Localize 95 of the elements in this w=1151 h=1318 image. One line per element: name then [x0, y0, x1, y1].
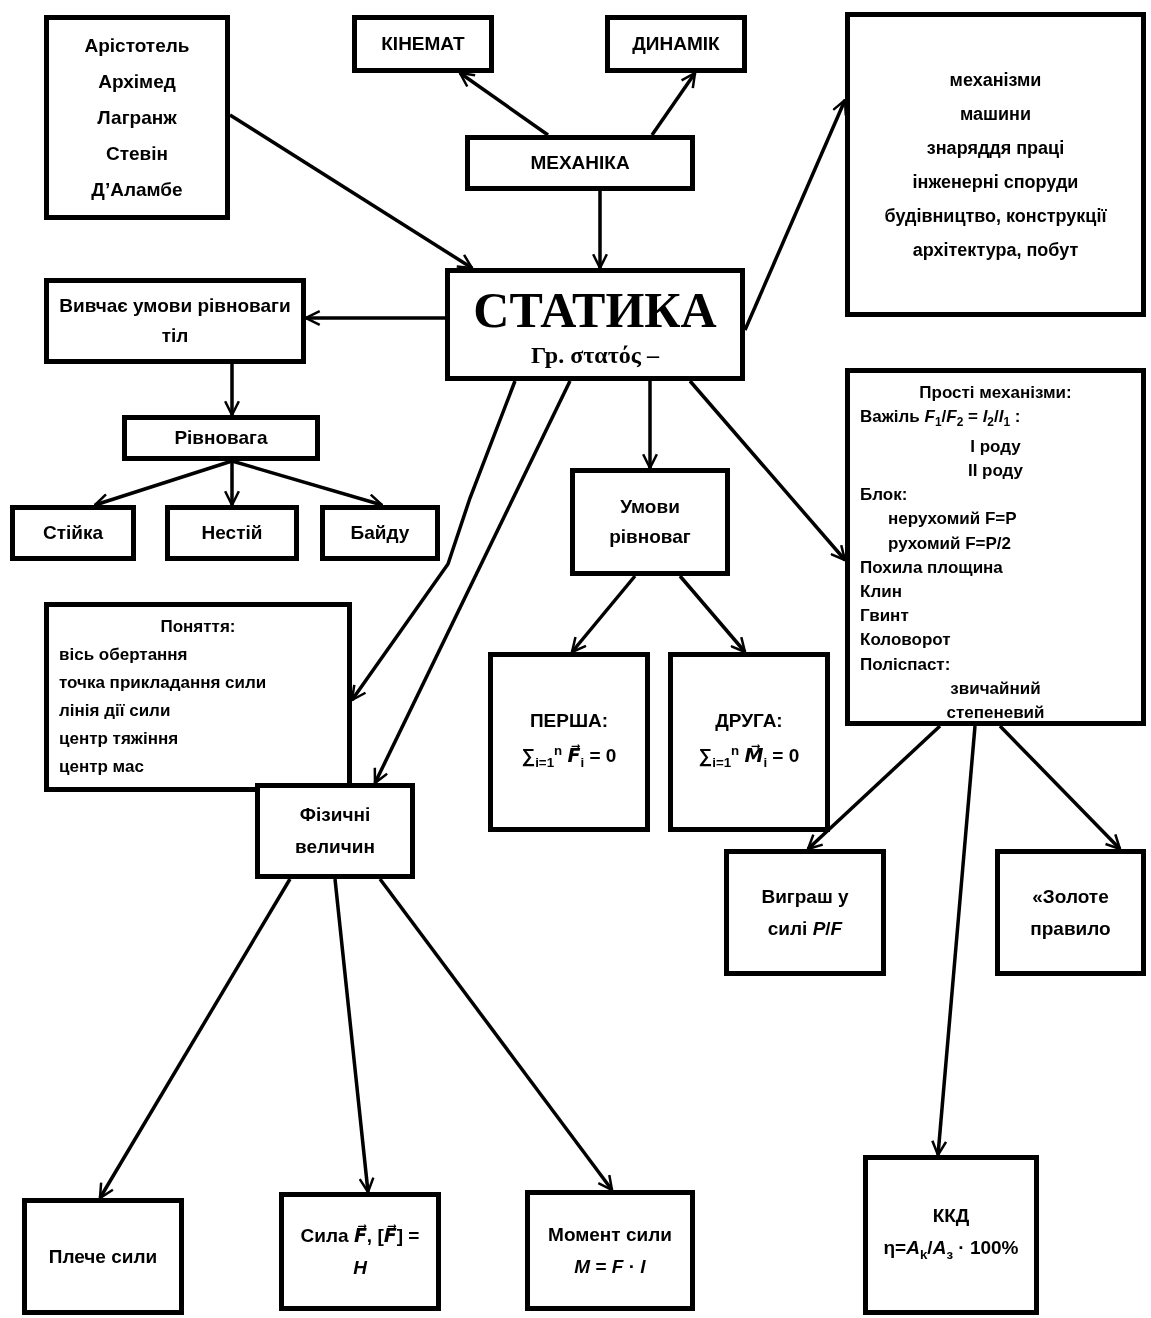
box-text: Стійка: [41, 521, 105, 545]
efficiency-box: [863, 1155, 1039, 1315]
box-text: Нестій: [200, 521, 264, 545]
box-text: Лагранж: [96, 105, 178, 130]
quantities-box: [255, 783, 415, 879]
box-text: Поліспаст:: [860, 653, 952, 676]
box-text: архітектура, побут: [911, 238, 1080, 262]
statics-box: [445, 268, 745, 381]
arrow: [458, 71, 549, 137]
quantity-box: [525, 1190, 695, 1311]
applications-box: [845, 12, 1146, 317]
box-text: Арістотель: [83, 33, 191, 58]
box-text: ПЕРША:: [528, 708, 610, 733]
box-text: Плече сили: [47, 1244, 159, 1269]
box-text: КІНЕМАТ: [380, 32, 466, 56]
box-heading: Прості механізми:: [918, 382, 1073, 404]
arrow: [223, 364, 241, 417]
box-text: рухомий F=P/2: [887, 532, 1013, 555]
box-text: центр тяжіння: [59, 728, 180, 750]
box-text: лінія дії сили: [59, 700, 172, 722]
box-text: інженерні споруди: [911, 170, 1080, 194]
concepts-box: [44, 602, 352, 792]
box-text: Фізичні величин: [294, 803, 376, 859]
type-box: [320, 505, 440, 561]
box-text: точка прикладання сили: [59, 672, 268, 694]
box-text: механізми: [948, 68, 1043, 92]
box-text: знаряддя праці: [925, 136, 1066, 160]
branch-box: [605, 15, 747, 73]
arrow: [570, 574, 637, 654]
box-text: Важіль F$_{1}$/F$_{2}$ = l$_{2}$/l$_{1}$ :: [860, 406, 1022, 432]
names-box: [44, 15, 230, 220]
type-box: [165, 505, 299, 561]
condition-box: [488, 652, 650, 832]
box-text: Архімед: [97, 69, 177, 94]
box-text: вісь обертання: [59, 644, 189, 666]
arrow: [591, 191, 609, 270]
quantity-box: [279, 1192, 441, 1311]
box-text: II роду: [966, 460, 1025, 482]
box-text: «Золоте правило: [1029, 884, 1112, 941]
arrow: [641, 381, 659, 470]
box-text: Стевін: [105, 141, 169, 166]
title-text: СТАТИКА: [472, 280, 718, 340]
arrow: [350, 380, 517, 702]
branch-box: [352, 15, 494, 73]
equilibrium-box: [122, 415, 320, 461]
box-text: ККД: [931, 1203, 971, 1228]
box-text: Рівновага: [173, 426, 269, 450]
box-text: I роду: [969, 435, 1022, 458]
arrow: [678, 574, 747, 654]
box-text: η=A$_{k}$/A$_{з}$ · 100%: [882, 1235, 1020, 1264]
arrow: [304, 309, 445, 327]
box-text: ∑$_{i=1}$$^{n}$ F⃗$_{i}$ = 0: [520, 741, 618, 773]
box-text: ДИНАМІК: [631, 32, 721, 56]
arrow: [373, 380, 572, 785]
mechanics-box: [465, 135, 695, 191]
box-text: ∑$_{i=1}$$^{n}$ M⃗$_{i}$ = 0: [697, 741, 801, 773]
conditions-box: [570, 468, 730, 576]
box-text: Вивчає умови рівноваги тіл: [59, 294, 291, 348]
box-text: машини: [958, 102, 1033, 126]
arrow: [98, 878, 292, 1200]
box-text: ДРУГА:: [714, 708, 784, 733]
box-text: Блок:: [860, 484, 909, 507]
box-text: Умови рівноваг: [608, 495, 692, 549]
box-text: Похила площина: [860, 556, 1004, 579]
box-text: МЕХАНІКА: [529, 151, 631, 175]
box-text: звичайний: [949, 677, 1042, 700]
definition-box: [44, 278, 306, 364]
box-text: нерухомий F=P: [887, 508, 1018, 531]
subtitle-text: Гр. στατός –: [530, 340, 661, 370]
type-box: [10, 505, 136, 561]
quantity-box: [22, 1198, 184, 1315]
condition-box: [668, 652, 830, 832]
box-text: центр мас: [59, 756, 145, 778]
box-text: Байду: [349, 521, 411, 545]
arrow: [998, 724, 1122, 851]
box-heading: Поняття:: [159, 616, 237, 638]
arrow: [650, 71, 697, 136]
box-text: Коловорот: [860, 629, 952, 652]
box-text: Д’Аламбе: [90, 177, 184, 202]
arrow: [333, 878, 375, 1194]
box-text: будівництво, конструкції: [883, 204, 1108, 228]
box-text: Клин: [860, 581, 903, 603]
box-text: Виграш у силі P/F: [760, 884, 850, 941]
arrow: [931, 725, 977, 1157]
box-text: Гвинт: [860, 605, 910, 628]
arrow: [688, 379, 847, 562]
box-text: Сила F⃗, [F⃗] = H: [299, 1223, 421, 1280]
arrow: [223, 461, 241, 507]
arrow: [378, 877, 614, 1192]
simple-machines-box: [845, 368, 1146, 726]
arrow: [229, 113, 474, 270]
box-text: Момент сили M = F · l: [547, 1222, 673, 1279]
box-text: степеневий: [945, 702, 1046, 725]
gain-box: [724, 849, 886, 976]
arrow: [806, 724, 942, 851]
